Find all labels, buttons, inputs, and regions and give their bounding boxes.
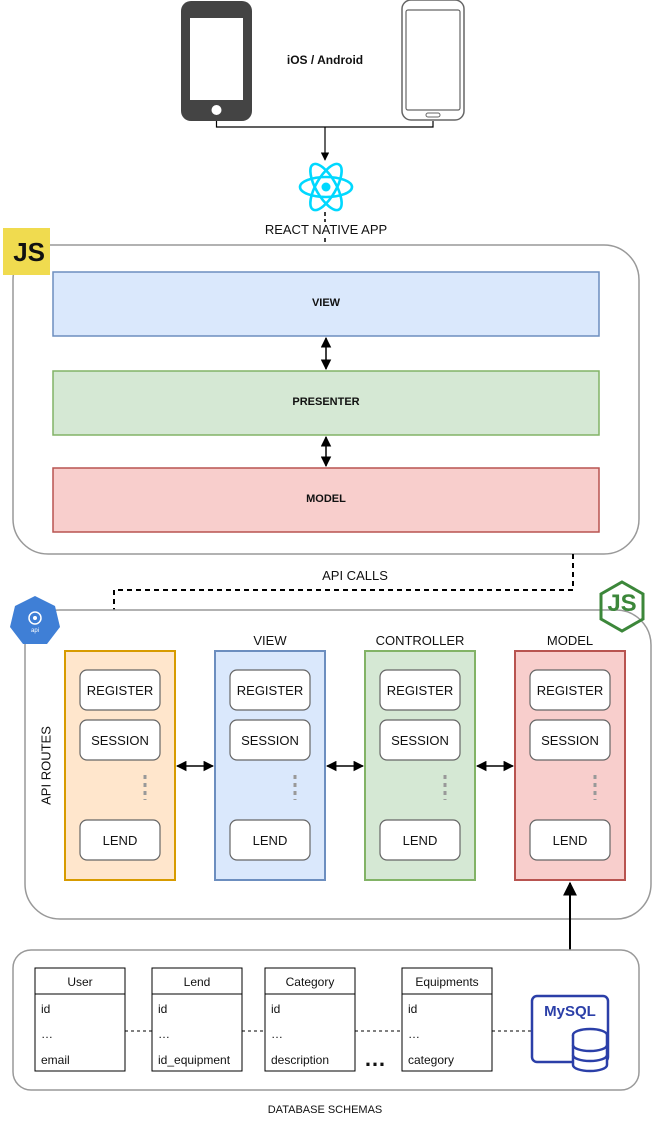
table-equipments-row: category — [408, 1053, 455, 1067]
tables-ellipsis: … — [364, 1046, 386, 1071]
table-category-row: description — [271, 1053, 330, 1067]
item-box — [529, 819, 611, 861]
item-box — [229, 669, 311, 711]
api-badge-text: api — [30, 628, 39, 634]
routes-session-label: SESSION — [91, 733, 149, 748]
react-native-app-label: REACT NATIVE APP — [236, 222, 416, 237]
table-lend-row: id_equipment — [158, 1053, 231, 1067]
item-box — [79, 719, 161, 761]
table-lend-row: … — [158, 1027, 170, 1041]
item-box — [229, 719, 311, 761]
api-badge-icon — [10, 596, 60, 644]
model-column-title: MODEL — [546, 633, 594, 648]
table-category-row: … — [271, 1027, 283, 1041]
routes-register-label: REGISTER — [86, 683, 154, 698]
model-layer-label: MODEL — [306, 493, 346, 505]
table-user — [34, 967, 126, 1072]
table-user-name: User — [67, 975, 93, 989]
view-session-label: SESSION — [241, 733, 299, 748]
presenter-layer-label: PRESENTER — [292, 396, 360, 408]
table-category-name: Category — [285, 975, 335, 989]
platforms-label: iOS / Android — [286, 53, 364, 67]
api-routes-label: API ROUTES — [38, 726, 54, 805]
react-logo-icon — [298, 162, 354, 212]
nodejs-badge-text: JS — [607, 590, 637, 617]
controller-register-label: REGISTER — [386, 683, 454, 698]
mysql-database-icon — [530, 994, 610, 1073]
item-box — [79, 669, 161, 711]
api-calls-label: API CALLS — [322, 568, 388, 583]
routes-lend-label: LEND — [102, 833, 138, 848]
table-equipments-name: Equipments — [415, 975, 479, 989]
table-user-row: … — [41, 1027, 53, 1041]
light-phone-icon — [401, 0, 465, 121]
controller-column-title: CONTROLLER — [375, 633, 465, 648]
view-column-title: VIEW — [253, 633, 287, 648]
view-layer — [52, 271, 600, 337]
table-category — [264, 967, 356, 1072]
table-lend-row: id — [158, 1002, 168, 1016]
item-box — [229, 819, 311, 861]
item-box — [529, 669, 611, 711]
controller-session-label: SESSION — [391, 733, 449, 748]
controller-lend-label: LEND — [402, 833, 438, 848]
table-equipments — [401, 967, 493, 1072]
js-badge-text: JS — [13, 237, 45, 267]
model-register-label: REGISTER — [536, 683, 604, 698]
dark-phone-icon — [181, 1, 252, 121]
item-box — [79, 819, 161, 861]
view-register-label: REGISTER — [236, 683, 304, 698]
view-lend-label: LEND — [252, 833, 288, 848]
item-box — [379, 719, 461, 761]
table-equipments-row: … — [408, 1027, 420, 1041]
table-lend-name: Lend — [183, 975, 211, 989]
mysql-label: MySQL — [544, 1003, 596, 1020]
js-badge-icon — [3, 228, 50, 275]
item-box — [529, 719, 611, 761]
presenter-layer — [52, 370, 600, 436]
nodejs-badge-icon — [599, 580, 645, 633]
database-schemas-caption: DATABASE SCHEMAS — [267, 1104, 383, 1116]
table-lend — [151, 967, 243, 1072]
table-user-row: id — [41, 1002, 51, 1016]
view-layer-label: VIEW — [311, 297, 341, 309]
model-lend-label: LEND — [552, 833, 588, 848]
table-user-row: email — [41, 1053, 70, 1067]
table-category-row: id — [271, 1002, 281, 1016]
table-equipments-row: id — [408, 1002, 418, 1016]
item-box — [379, 669, 461, 711]
item-box — [379, 819, 461, 861]
model-session-label: SESSION — [541, 733, 599, 748]
model-layer — [52, 467, 600, 533]
